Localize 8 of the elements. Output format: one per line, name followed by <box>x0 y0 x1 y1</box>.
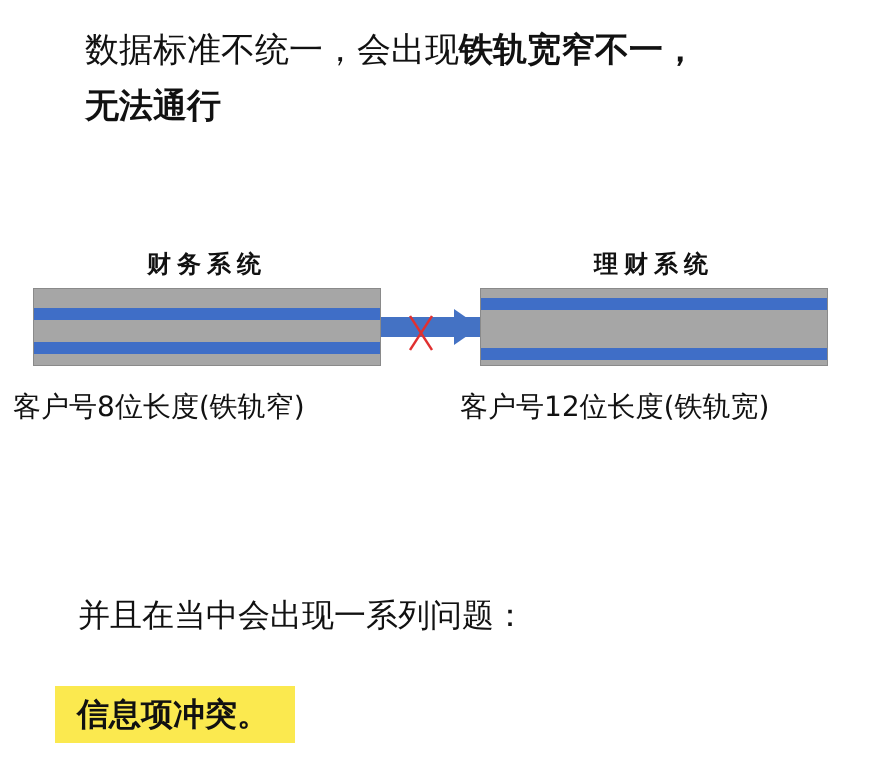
system-heading: 理财系统 <box>592 249 715 280</box>
block-arrow <box>381 309 480 345</box>
statement-text: 并且在当中会出现一系列问题： <box>78 595 526 636</box>
track-caption: 客户号8位长度(铁轨窄) <box>13 389 306 425</box>
title: 数据标准不统一，会出现铁轨宽窄不一，无法通行 <box>85 29 698 128</box>
highlighted-note: 信息项冲突。 <box>55 686 295 743</box>
track-caption: 客户号12位长度(铁轨宽) <box>460 389 770 425</box>
system-heading: 财务系统 <box>146 249 268 280</box>
